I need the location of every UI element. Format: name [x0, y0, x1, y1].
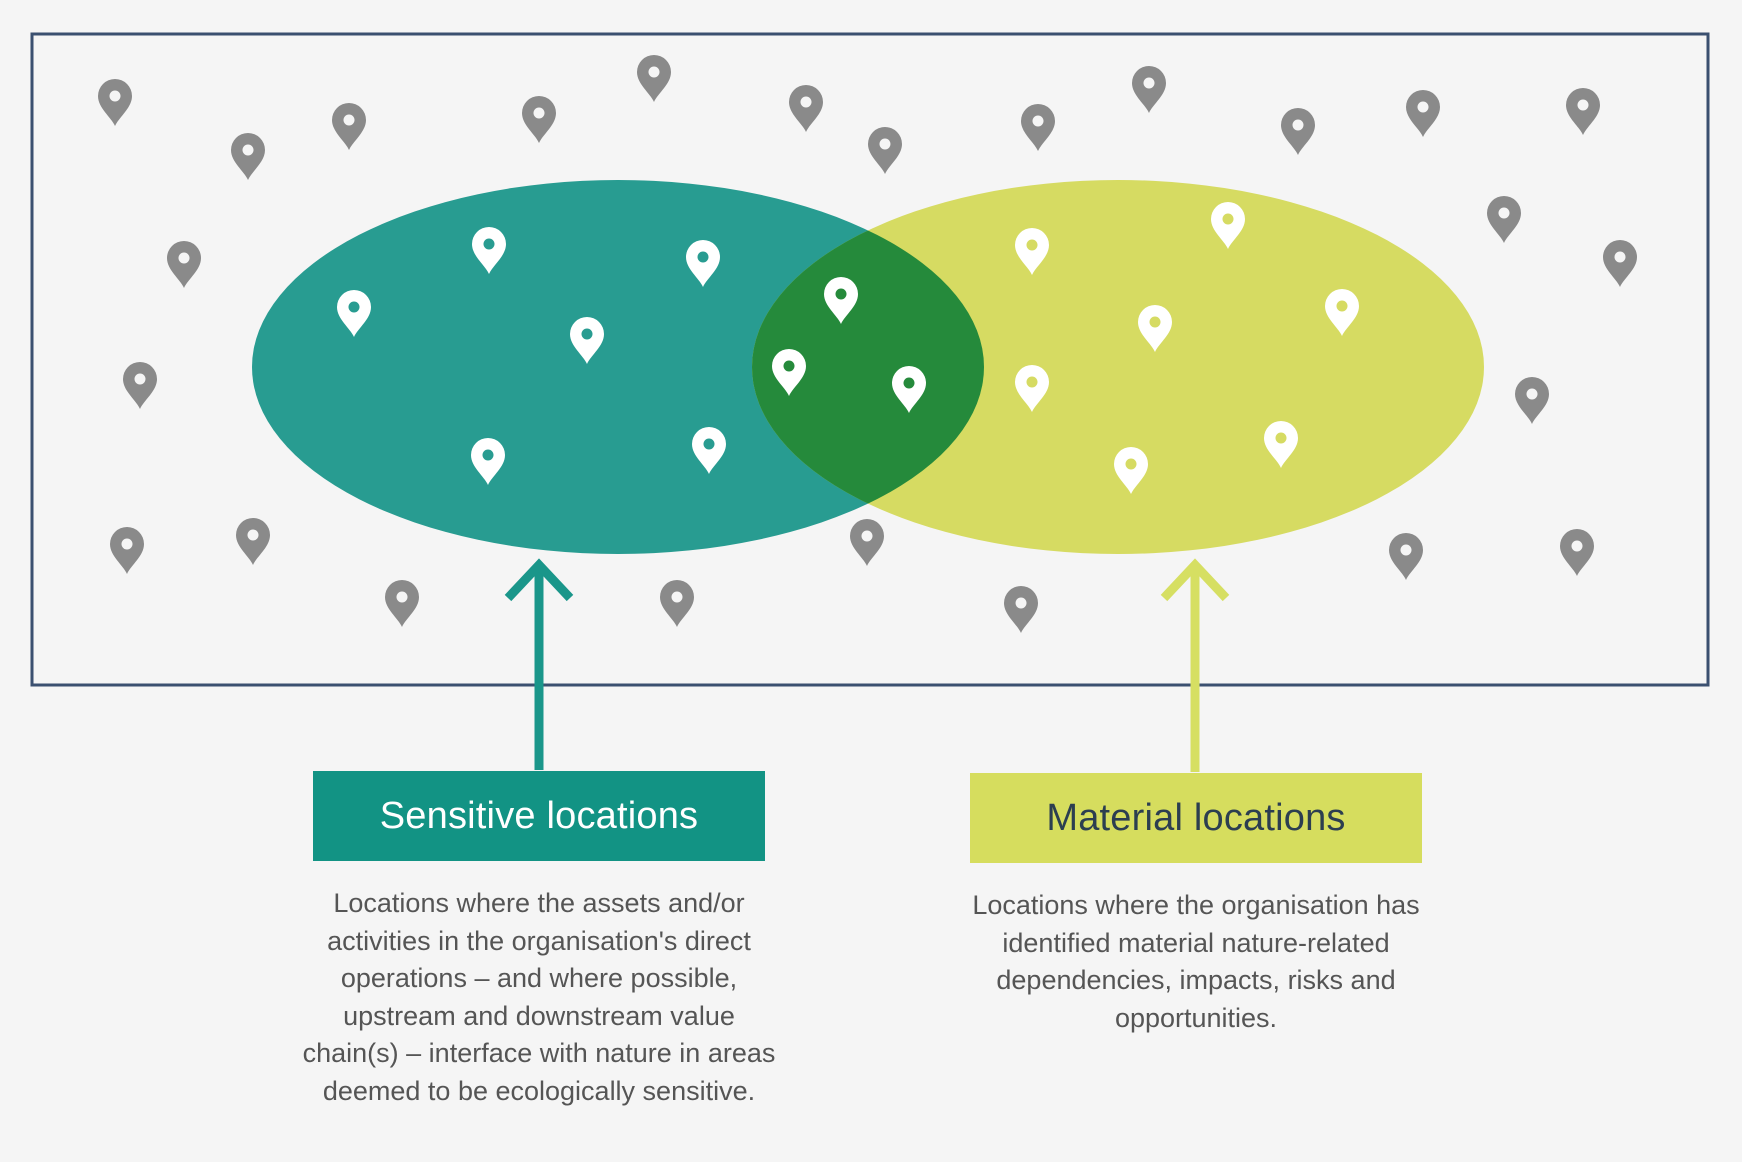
map-pin-icon — [231, 133, 265, 180]
map-pin-icon — [772, 349, 806, 396]
map-pin-icon — [1281, 108, 1315, 155]
map-pin-icon — [692, 427, 726, 474]
map-pin-icon — [1389, 533, 1423, 580]
map-pin-icon — [332, 103, 366, 150]
map-pin-icon — [1211, 202, 1245, 249]
material-locations-description: Locations where the organisation has ide… — [972, 890, 1420, 1033]
map-pin-icon — [1004, 586, 1038, 633]
map-pin-icon — [1114, 447, 1148, 494]
map-pin-icon — [850, 519, 884, 566]
map-pin-icon — [1021, 104, 1055, 151]
map-pin-icon — [1138, 305, 1172, 352]
map-pin-icon — [824, 277, 858, 324]
material-arrow — [1160, 558, 1230, 772]
map-pin-icon — [1264, 421, 1298, 468]
map-pin-icon — [637, 55, 671, 102]
map-pin-icon — [471, 438, 505, 485]
map-pin-icon — [1487, 196, 1521, 243]
map-pin-icon — [1015, 365, 1049, 412]
location-pins — [98, 55, 1637, 633]
map-pin-icon — [660, 580, 694, 627]
material-locations-ellipse — [752, 180, 1484, 554]
map-pin-icon — [789, 85, 823, 132]
map-pin-icon — [167, 241, 201, 288]
sensitive-locations-description: Locations where the assets and/or activi… — [302, 888, 776, 1106]
map-pin-icon — [868, 127, 902, 174]
map-pin-icon — [1406, 90, 1440, 137]
map-pin-icon — [472, 227, 506, 274]
map-pin-icon — [110, 527, 144, 574]
map-pin-icon — [1132, 66, 1166, 113]
map-pin-icon — [522, 96, 556, 143]
map-pin-icon — [337, 290, 371, 337]
map-pin-icon — [570, 317, 604, 364]
map-pin-icon — [1515, 377, 1549, 424]
map-pin-icon — [123, 362, 157, 409]
map-pin-icon — [98, 79, 132, 126]
sensitive-arrow — [504, 558, 574, 770]
map-pin-icon — [1015, 228, 1049, 275]
material-locations-label: Material locations — [970, 773, 1422, 863]
map-pin-icon — [1603, 240, 1637, 287]
map-pin-icon — [1560, 529, 1594, 576]
locations-frame — [30, 32, 1710, 687]
map-pin-icon — [686, 240, 720, 287]
map-pin-icon — [1325, 289, 1359, 336]
map-pin-icon — [1566, 88, 1600, 135]
sensitive-locations-label: Sensitive locations — [313, 771, 765, 861]
map-pin-icon — [236, 518, 270, 565]
map-pin-icon — [892, 366, 926, 413]
map-pin-icon — [385, 580, 419, 627]
sensitive-locations-ellipse — [252, 180, 984, 554]
